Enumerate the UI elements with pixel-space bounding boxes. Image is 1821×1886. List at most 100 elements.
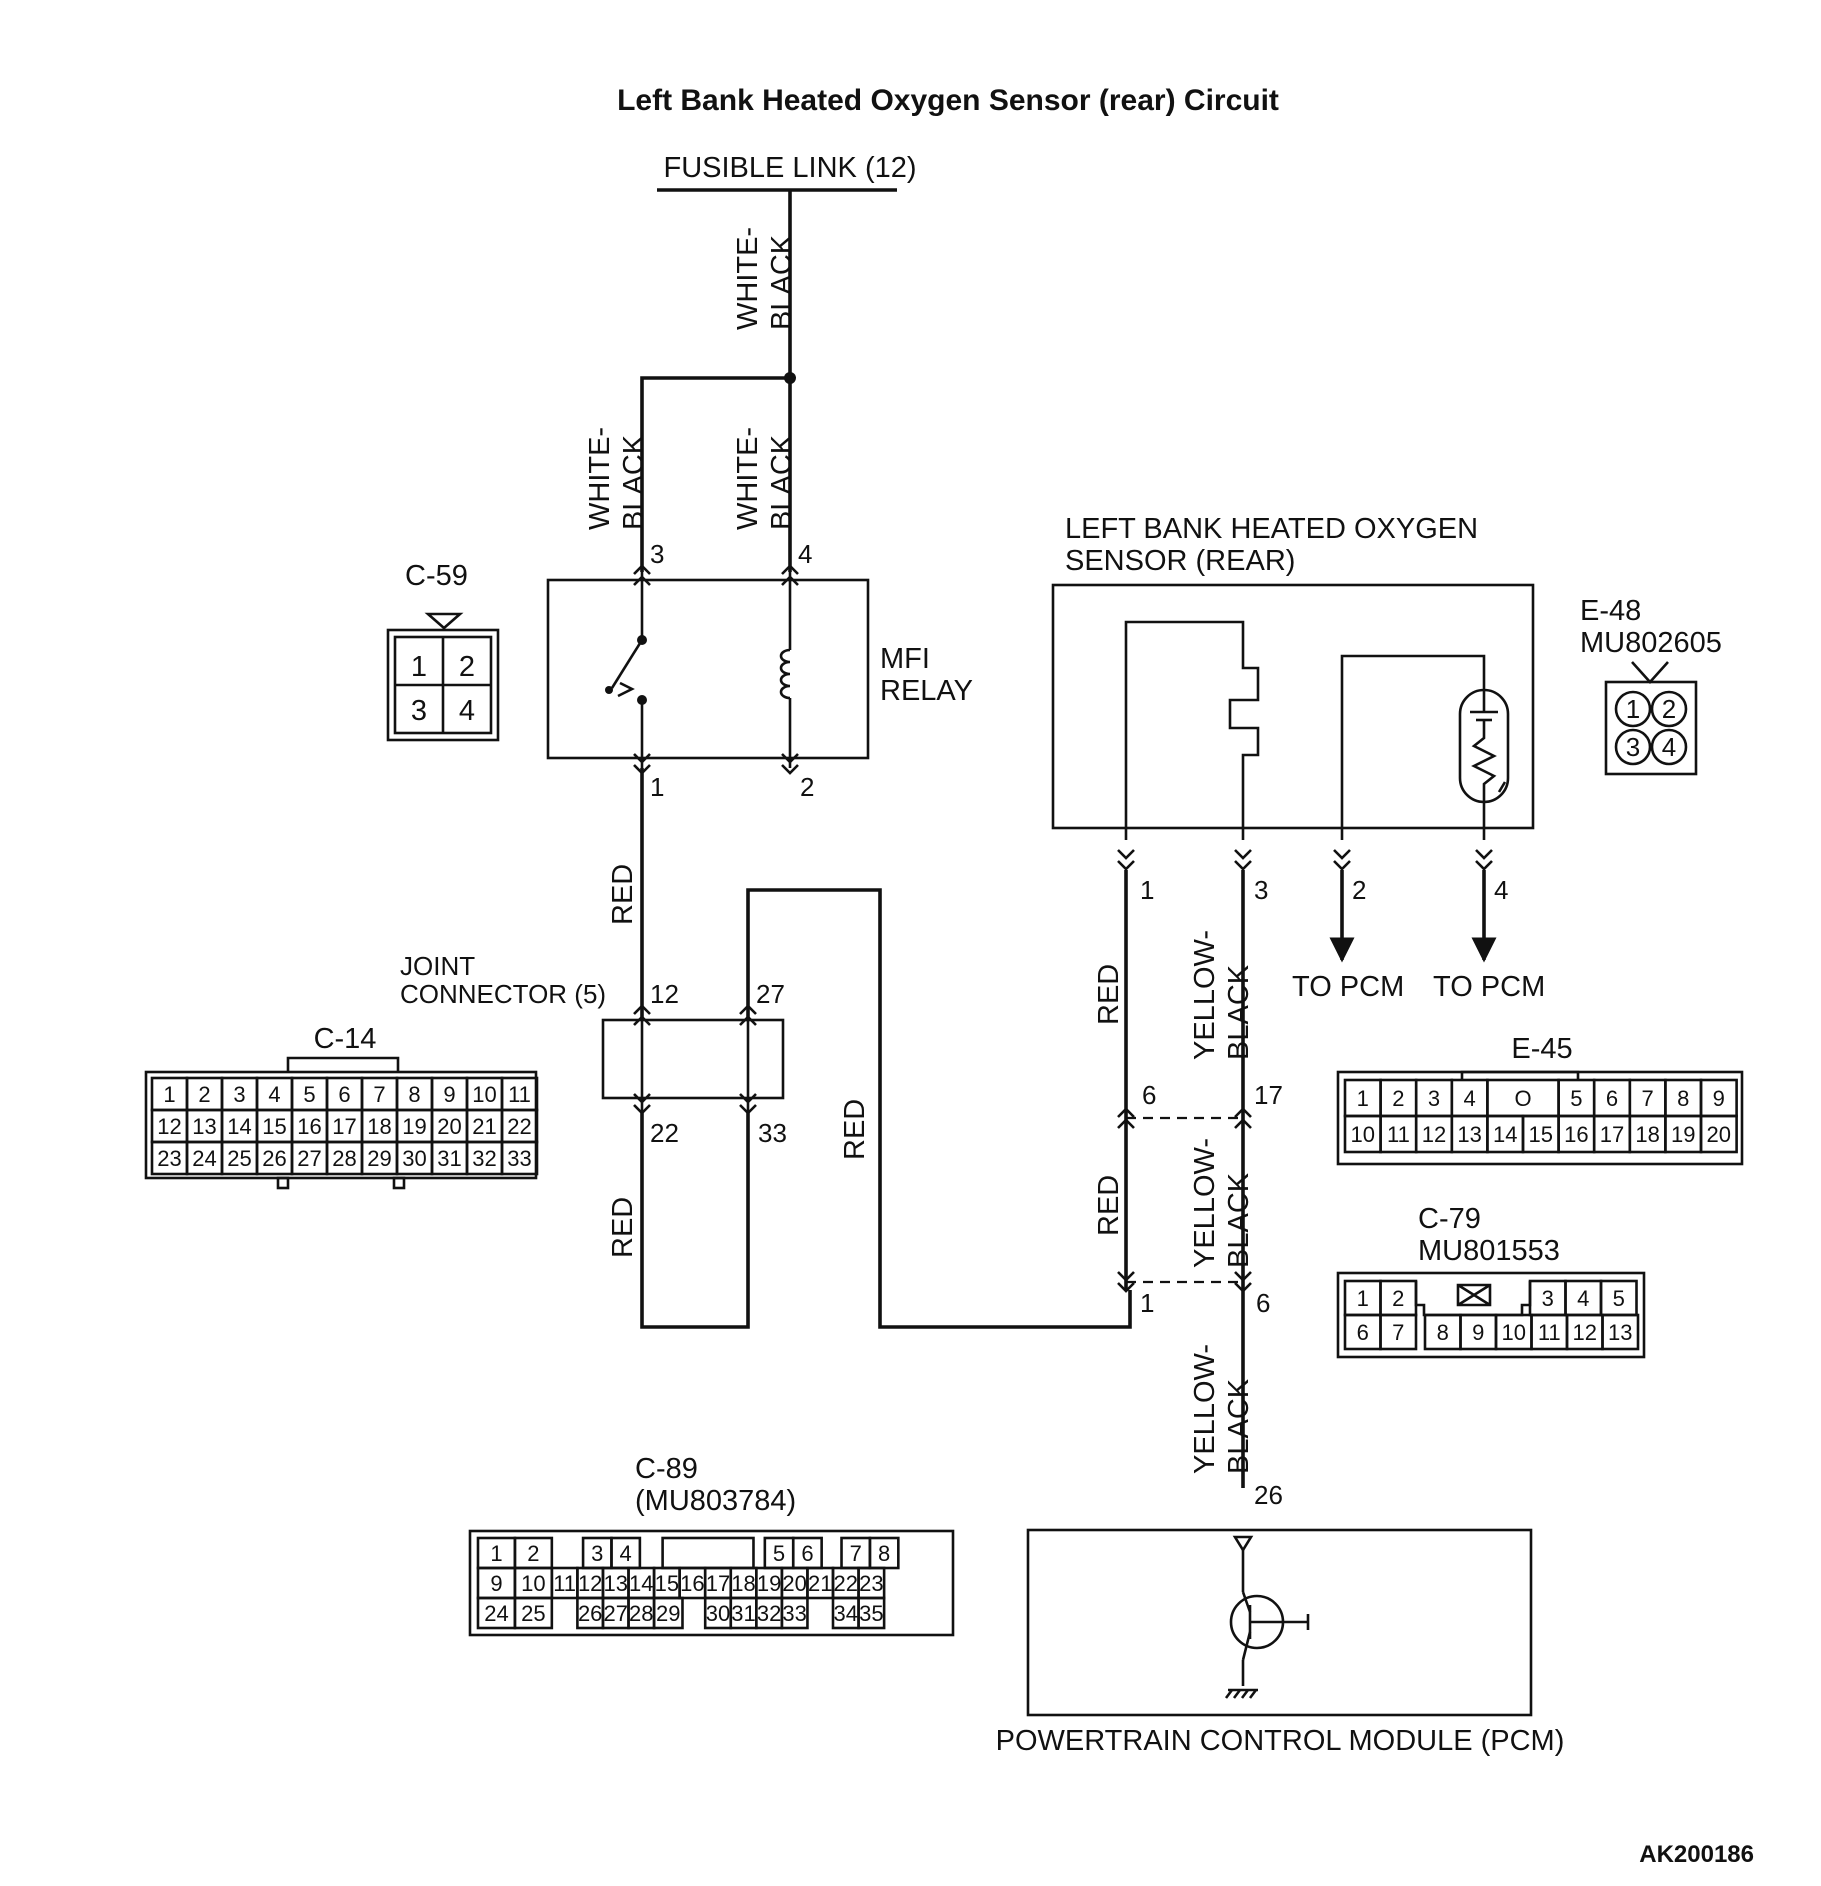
c59-cell: 2: [459, 651, 475, 683]
fusible-link-label: FUSIBLE LINK (12): [663, 152, 916, 184]
relay-pin-4: 4: [798, 539, 812, 569]
wire-label-yb-3: YELLOW- BLACK: [1189, 1344, 1255, 1474]
e45-cell: 1: [1357, 1086, 1369, 1111]
c89-cell: 19: [757, 1571, 781, 1596]
c79-part: MU801553: [1418, 1235, 1560, 1267]
c89-name: C-89: [635, 1453, 698, 1485]
e45-cell: 11: [1387, 1122, 1410, 1147]
figure-id: AK200186: [1639, 1841, 1754, 1868]
e48-cell: 2: [1662, 694, 1676, 724]
pcm-pin-26: 26: [1254, 1480, 1283, 1510]
e45-cell: 7: [1641, 1086, 1653, 1111]
c79-key: [1414, 1281, 1532, 1317]
c14-cell: 11: [508, 1082, 531, 1107]
c89-cell: 14: [629, 1571, 653, 1596]
c14-cell: 29: [367, 1146, 391, 1171]
sensor-signal-lead: [1340, 654, 1486, 840]
c14-cell: 26: [262, 1146, 286, 1171]
c89-cell: 25: [521, 1601, 545, 1626]
svg-text:BLACK: BLACK: [1223, 964, 1255, 1060]
relay-coil: [779, 572, 792, 768]
e48-name: E-48: [1580, 595, 1641, 627]
to-pcm-label-2: TO PCM: [1433, 971, 1545, 1003]
c79-cell: 11: [1538, 1320, 1561, 1345]
e45-cell: 20: [1707, 1122, 1731, 1147]
c14-cell: 2: [198, 1082, 210, 1107]
c59-cell: 1: [411, 651, 427, 683]
to-pcm-label-1: TO PCM: [1292, 971, 1404, 1003]
pcm-input-symbol: [1232, 1535, 1254, 1553]
wire-label-relay4: WHITE- BLACK: [732, 427, 798, 530]
c79-cell-frame: [1601, 1313, 1640, 1351]
relay-switch: [605, 572, 647, 768]
c14-cell: 8: [408, 1082, 420, 1107]
c89-cell: 21: [808, 1571, 832, 1596]
diagram-title: Left Bank Heated Oxygen Sensor (rear) Ci…: [617, 84, 1279, 117]
svg-text:BLACK: BLACK: [766, 234, 798, 330]
svg-text:YELLOW-: YELLOW-: [1189, 1138, 1221, 1268]
c89-cell-frame: [513, 1596, 554, 1630]
e45-cell: 17: [1600, 1122, 1624, 1147]
c14-latch: [286, 1056, 400, 1072]
c79-cell-frame: [1379, 1313, 1418, 1351]
e48-cell: 1: [1626, 694, 1640, 724]
c89-outer: [468, 1529, 955, 1637]
c14-cell: 23: [157, 1146, 181, 1171]
c79-cell: 6: [1357, 1320, 1369, 1345]
c89-cell: 2: [527, 1541, 539, 1566]
c59-cell: 4: [459, 695, 475, 727]
joint-pin-27: 27: [756, 979, 785, 1009]
svg-text:RED: RED: [839, 1099, 871, 1160]
e45-cell: 13: [1457, 1122, 1481, 1147]
c79-cell: 13: [1608, 1320, 1632, 1345]
c14-cell: 22: [507, 1114, 531, 1139]
c79-cell: 7: [1392, 1320, 1404, 1345]
c89-cell: 27: [603, 1601, 627, 1626]
e45-cell: 18: [1635, 1122, 1659, 1147]
e45-cell-frame: [1699, 1114, 1738, 1154]
c89-cell: 10: [521, 1571, 545, 1596]
c79-cell: 10: [1502, 1320, 1526, 1345]
e45-cell: 3: [1428, 1086, 1440, 1111]
svg-text:BLACK: BLACK: [1223, 1172, 1255, 1268]
c14-cell: 7: [373, 1082, 385, 1107]
sensor-pin-arrows: [1117, 849, 1493, 871]
wire-label-red-2: RED: [607, 1197, 639, 1258]
c79-cell: 3: [1542, 1286, 1554, 1311]
c89-cell-frame: [652, 1596, 684, 1630]
joint-pin-12: 12: [650, 979, 679, 1009]
c89-cell: 9: [490, 1571, 502, 1596]
c14-cell: 20: [437, 1114, 461, 1139]
svg-text:BLACK: BLACK: [618, 434, 650, 530]
c79-cell: 9: [1472, 1320, 1484, 1345]
relay-label-line1: MFI: [880, 643, 930, 675]
intermediate-pin-17: 17: [1254, 1080, 1283, 1110]
c59-key: [424, 612, 464, 630]
joint-pin-33: 33: [758, 1118, 787, 1148]
c89-cell: 31: [731, 1601, 755, 1626]
c14-cell: 28: [332, 1146, 356, 1171]
red-wire-joint-loop: [640, 1110, 750, 1329]
c79-outer: [1336, 1271, 1646, 1359]
svg-text:WHITE-: WHITE-: [732, 427, 764, 530]
sensor-pin-1: 1: [1140, 875, 1154, 905]
c14-cell: 24: [192, 1146, 216, 1171]
joint-connector-label-2: CONNECTOR (5): [400, 979, 606, 1009]
c89-cell: 16: [680, 1571, 704, 1596]
c89-cell: 28: [629, 1601, 653, 1626]
sensor-pin-3: 3: [1254, 875, 1268, 905]
wire-label-relay3: WHITE- BLACK: [584, 427, 650, 530]
sensor-box: [1051, 583, 1535, 830]
c59-cell: 3: [411, 695, 427, 727]
e45-outer: [1336, 1070, 1744, 1166]
e45-cell: 8: [1677, 1086, 1689, 1111]
c59-outer: [386, 628, 500, 742]
pcm-box: [1026, 1528, 1533, 1717]
c79-cell: 5: [1613, 1286, 1625, 1311]
c14-cell-frame: [500, 1140, 539, 1176]
e45-cell: 4: [1463, 1086, 1475, 1111]
e48-cell: 4: [1662, 732, 1676, 762]
relay-pin-3: 3: [650, 539, 664, 569]
c14-cell: 21: [472, 1114, 496, 1139]
svg-text:RED: RED: [1093, 1175, 1125, 1236]
